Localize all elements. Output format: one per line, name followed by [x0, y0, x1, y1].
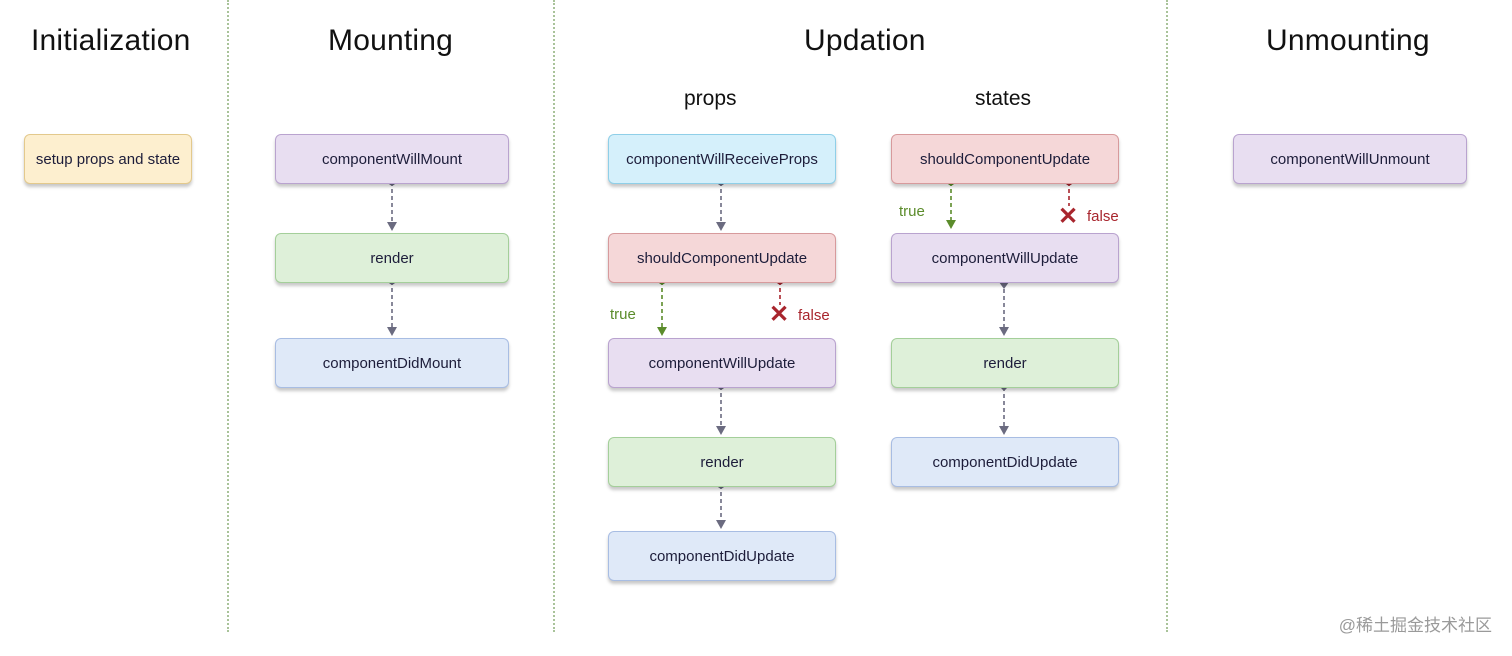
divider-1 — [227, 0, 229, 632]
subheading-states: states — [975, 87, 1032, 110]
props-cross-icon: ✕ — [769, 301, 790, 328]
props-should-component-update-box: shouldComponentUpdate — [608, 233, 836, 283]
props-component-did-update-box: componentDidUpdate — [608, 531, 836, 581]
states-true-label: true — [899, 203, 925, 220]
subheading-props: props — [684, 87, 737, 110]
divider-2 — [553, 0, 555, 632]
component-will-mount-box: componentWillMount — [275, 134, 509, 184]
component-will-unmount-box: componentWillUnmount — [1233, 134, 1467, 184]
props-false-label: false — [798, 307, 830, 324]
setup-props-and-state-box: setup props and state — [24, 134, 192, 184]
watermark: @稀土掘金技术社区 — [1338, 616, 1492, 635]
heading-unmounting: Unmounting — [1266, 24, 1430, 57]
heading-initialization: Initialization — [31, 24, 191, 57]
states-component-did-update-box: componentDidUpdate — [891, 437, 1119, 487]
states-false-label: false — [1087, 208, 1119, 225]
component-did-mount-box: componentDidMount — [275, 338, 509, 388]
heading-mounting: Mounting — [328, 24, 454, 57]
component-will-receive-props-box: componentWillReceiveProps — [608, 134, 836, 184]
states-component-will-update-box: componentWillUpdate — [891, 233, 1119, 283]
props-component-will-update-box: componentWillUpdate — [608, 338, 836, 388]
states-cross-icon: ✕ — [1058, 203, 1079, 230]
props-render-box: render — [608, 437, 836, 487]
mount-render-box: render — [275, 233, 509, 283]
states-should-component-update-box: shouldComponentUpdate — [891, 134, 1119, 184]
heading-updation: Updation — [804, 24, 926, 57]
states-render-box: render — [891, 338, 1119, 388]
props-true-label: true — [610, 306, 636, 323]
divider-3 — [1166, 0, 1168, 632]
